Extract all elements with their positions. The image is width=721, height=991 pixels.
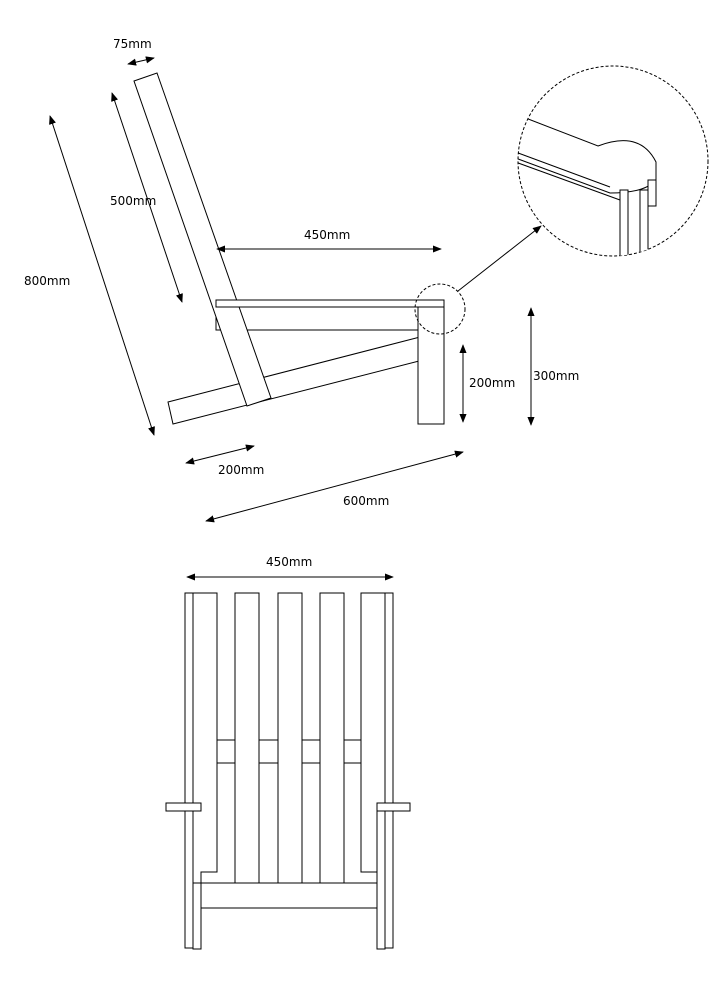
detail-view [517, 65, 709, 257]
slat-2 [234, 592, 260, 884]
armrest [215, 299, 445, 308]
slat-4 [319, 592, 345, 884]
detail-callout-circle [414, 283, 466, 335]
side-view: 75mm 500mm 800mm 450mm 200mm 300mm 200mm… [24, 37, 709, 523]
label-back-total: 800mm [24, 274, 70, 288]
right-armrest [376, 802, 411, 812]
dim-line-800mm [49, 115, 155, 436]
label-seat-total: 600mm [343, 494, 389, 508]
seat-front-rail [200, 882, 378, 909]
label-leg-height: 200mm [469, 376, 515, 390]
right-leg-inner [376, 802, 386, 950]
left-slat [192, 592, 218, 884]
dim-line-75mm [127, 56, 155, 66]
label-seat-front: 200mm [218, 463, 264, 477]
detail-view-circle [517, 65, 709, 257]
left-armrest [165, 802, 202, 812]
slat-3 [277, 592, 303, 884]
detail-leader-arrow [457, 225, 542, 292]
label-front-width: 450mm [266, 555, 312, 569]
front-view: 450mm [165, 555, 411, 950]
dim-line-600mm [205, 450, 464, 523]
right-leg-outer [384, 592, 394, 949]
seat-rail [167, 336, 424, 425]
label-back-width: 75mm [113, 37, 152, 51]
label-back-upper: 500mm [110, 194, 156, 208]
front-leg [417, 303, 445, 425]
backrest [133, 72, 272, 407]
label-arm-length: 450mm [304, 228, 350, 242]
label-arm-height: 300mm [533, 369, 579, 383]
left-leg-outer [184, 592, 194, 949]
dim-line-seat-200mm [185, 444, 255, 465]
